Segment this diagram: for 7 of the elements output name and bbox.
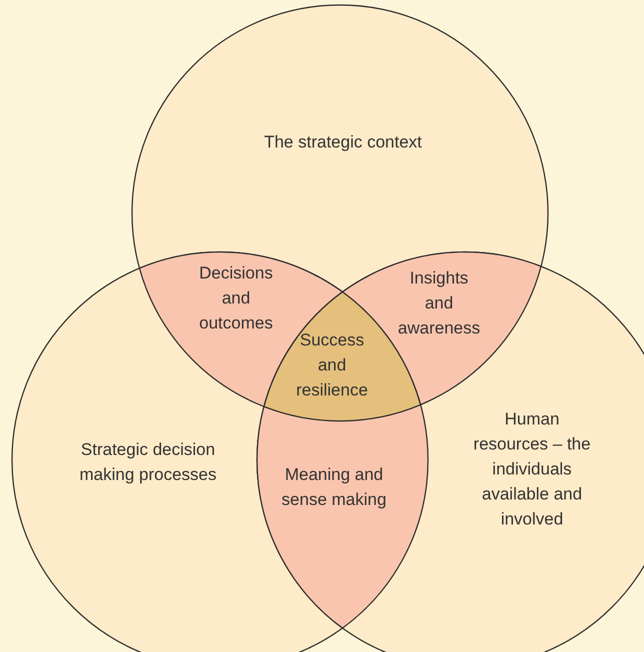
overlap-label: Meaning and sense making (280, 464, 388, 511)
circle-label: The strategic context (263, 132, 423, 154)
overlap-label: Success and resilience (295, 330, 369, 402)
circle-label: Strategic decision making processes (78, 439, 218, 486)
overlap-label: Decisions and outcomes (198, 262, 274, 334)
overlap-label: Insights and awareness (397, 268, 481, 340)
circle-label: Human resources – the individuals available and involved (472, 408, 592, 530)
